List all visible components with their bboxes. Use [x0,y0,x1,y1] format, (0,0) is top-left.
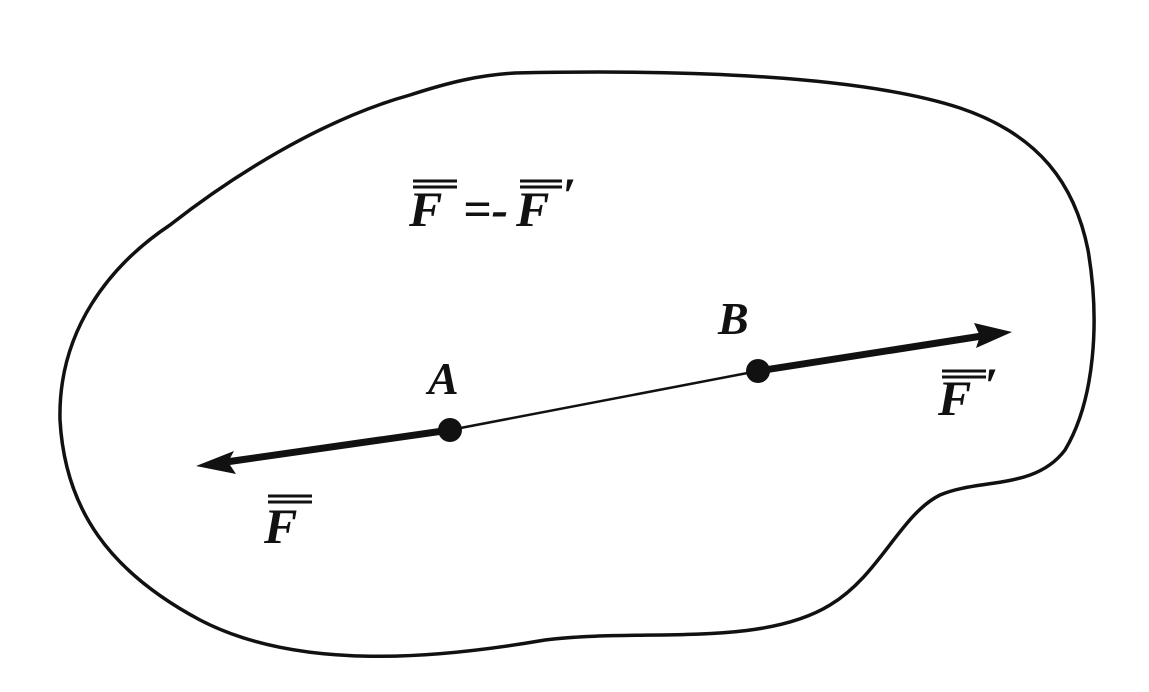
line-of-action [449,369,759,432]
force-f-shaft [222,426,454,466]
equilibrium-equation: F =- F ′ [408,167,576,237]
force-f-label-group: F [263,494,312,554]
force-f-prime-arrowhead [974,323,1012,348]
point-a-label: A [425,353,459,404]
body-outline [58,70,1096,659]
force-f-prime-shaft [754,332,986,375]
force-f-prime-mark: ′ [984,357,998,413]
equation-left-vector: F [408,181,442,237]
force-f-prime-label: F [937,370,971,426]
force-f-label: F [263,498,297,554]
point-b-dot [746,359,770,383]
force-f-prime-label-group: F ′ [937,357,998,426]
equation-operator: =- [463,181,508,237]
point-b-label: B [717,293,749,344]
point-a-dot [438,418,462,442]
equation-right-vector: F [515,181,549,237]
force-f-arrowhead [196,451,236,474]
equation-right-prime: ′ [562,167,576,223]
